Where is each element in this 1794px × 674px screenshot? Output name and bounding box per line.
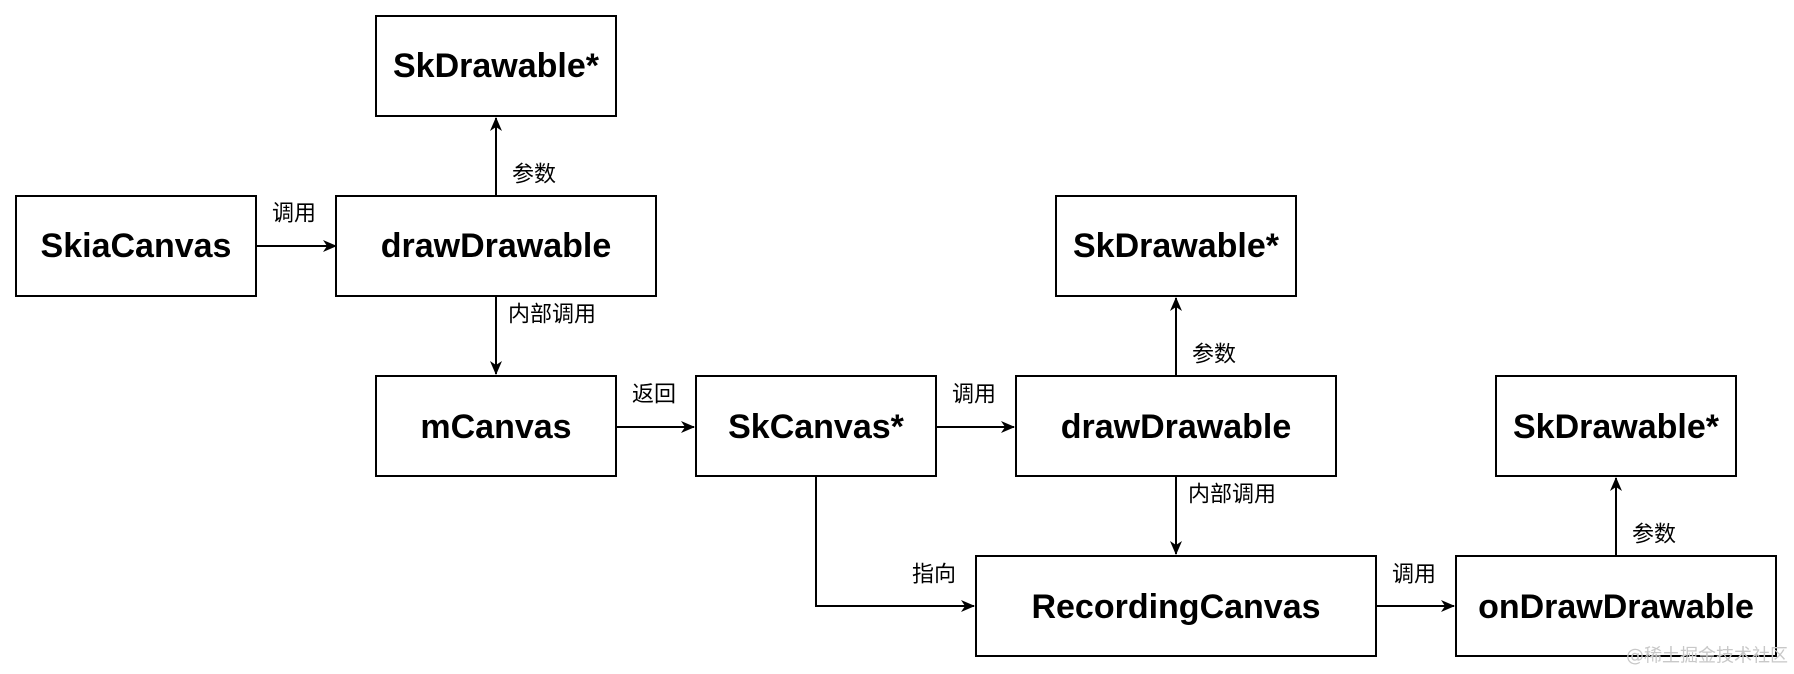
node-skdrawable-3: SkDrawable* [1495,375,1737,477]
node-label: drawDrawable [1061,408,1292,446]
edge-ondrawdrawable-to-skdrawable-3: 参数 [1610,477,1676,556]
edge-skcanvas-to-recordingcanvas: 指向 [815,476,975,612]
edge-label-call: 调用 [952,383,996,408]
edge-label-param: 参数 [1632,523,1676,548]
node-skdrawable-1: SkDrawable* [375,15,617,117]
edge-label-internal-call: 内部调用 [508,303,596,328]
node-drawdrawable-2: drawDrawable [1015,375,1337,477]
node-label: SkDrawable* [393,47,600,85]
edge-label-param: 参数 [1192,343,1236,368]
edge-label-call: 调用 [272,202,316,227]
node-label: SkDrawable* [1073,227,1280,265]
watermark: @稀土掘金技术社区 [1626,646,1788,667]
edge-label-param: 参数 [512,163,556,188]
node-label: onDrawDrawable [1478,588,1754,626]
node-label: RecordingCanvas [1031,588,1320,626]
node-label: drawDrawable [381,227,612,265]
node-label: SkCanvas* [728,408,905,446]
edge-drawdrawable-1-to-skdrawable-1: 参数 [490,117,556,196]
node-label: mCanvas [420,408,571,446]
edge-drawdrawable-2-to-recordingcanvas: 内部调用 [1170,476,1276,555]
edge-label-internal-call: 内部调用 [1188,483,1276,508]
node-mcanvas: mCanvas [375,375,617,477]
node-skiacanvas: SkiaCanvas [15,195,257,297]
node-drawdrawable-1: drawDrawable [335,195,657,297]
edge-label-return: 返回 [632,383,676,408]
edge-label-call: 调用 [1392,563,1436,588]
edge-mcanvas-to-skcanvas: 返回 [616,383,695,433]
edge-skcanvas-to-drawdrawable-2: 调用 [936,383,1015,433]
edge-drawdrawable-2-to-skdrawable-2: 参数 [1170,297,1236,376]
node-skdrawable-2: SkDrawable* [1055,195,1297,297]
edge-label-points-to: 指向 [912,563,956,588]
node-label: SkDrawable* [1513,408,1720,446]
edge-recordingcanvas-to-ondrawdrawable: 调用 [1376,563,1455,612]
node-ondrawdrawable: onDrawDrawable [1455,555,1777,657]
node-label: SkiaCanvas [41,227,232,265]
node-recordingcanvas: RecordingCanvas [975,555,1377,657]
node-skcanvas: SkCanvas* [695,375,937,477]
edge-skiacanvas-to-drawdrawable-1: 调用 [256,202,337,252]
edge-drawdrawable-1-to-mcanvas: 内部调用 [490,296,596,375]
